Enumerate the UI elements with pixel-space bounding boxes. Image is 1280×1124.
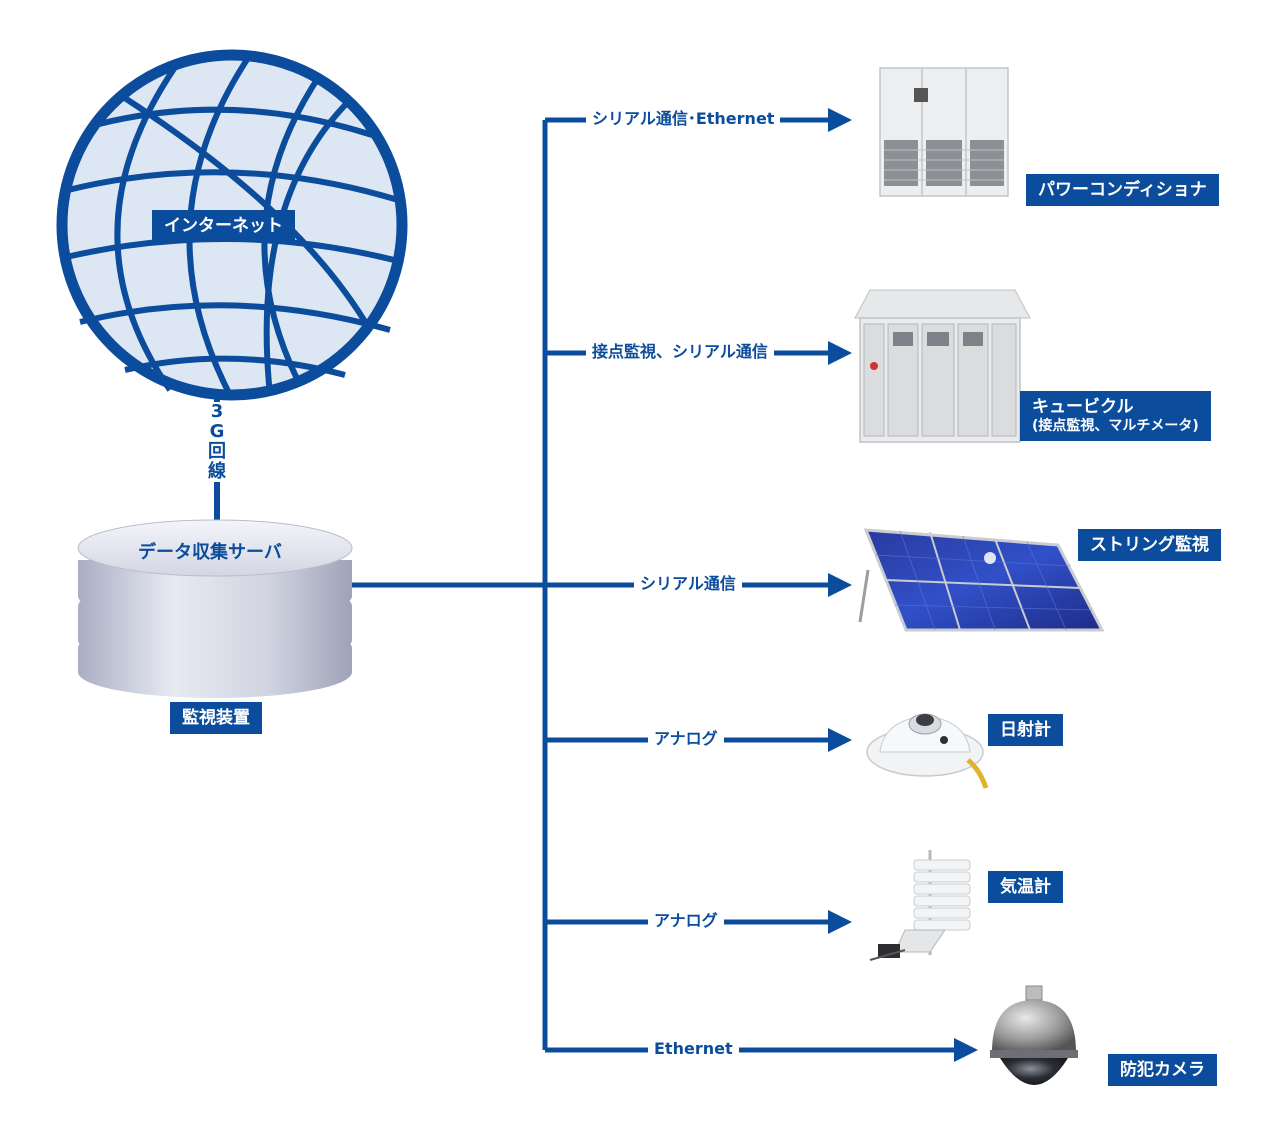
server-label: データ収集サーバ bbox=[138, 542, 282, 563]
thermometer-icon bbox=[869, 850, 971, 961]
device-label-cubicle: キュービクル (接点監視、マルチメータ) bbox=[1020, 391, 1211, 441]
device-label-string: ストリング監視 bbox=[1078, 529, 1221, 561]
link-label-string: シリアル通信 bbox=[634, 574, 742, 594]
server-icon bbox=[77, 519, 353, 698]
link-label-pyranometer: アナログ bbox=[648, 729, 724, 749]
link-label-pcs: シリアル通信･Ethernet bbox=[586, 109, 781, 129]
pyranometer-icon bbox=[866, 713, 989, 789]
link-label-thermometer: アナログ bbox=[648, 911, 724, 931]
solar-panel-icon bbox=[858, 528, 1105, 632]
power-conditioner-icon bbox=[879, 67, 1009, 197]
device-label-pcs: パワーコンディショナ bbox=[1026, 174, 1219, 206]
link-label-camera: Ethernet bbox=[648, 1039, 739, 1059]
device-label-cubicle-sub: (接点監視、マルチメータ) bbox=[1032, 418, 1199, 434]
uplink-label: 3 G 回 線 bbox=[206, 402, 228, 482]
arrowheads bbox=[828, 108, 978, 1062]
device-label-camera: 防犯カメラ bbox=[1108, 1054, 1217, 1086]
device-label-pyranometer: 日射計 bbox=[988, 714, 1063, 746]
link-label-cubicle: 接点監視、シリアル通信 bbox=[586, 342, 774, 362]
uplink-label-char: G bbox=[209, 421, 225, 442]
server-caption: 監視装置 bbox=[170, 702, 262, 734]
internet-label: インターネット bbox=[152, 210, 295, 242]
dome-camera-icon bbox=[990, 985, 1078, 1085]
uplink-label-char: 3 bbox=[210, 401, 224, 422]
uplink-label-char: 回 bbox=[208, 441, 226, 462]
uplink-label-char: 線 bbox=[208, 461, 226, 482]
device-label-thermometer: 気温計 bbox=[988, 871, 1063, 903]
cubicle-icon bbox=[854, 289, 1031, 443]
device-label-cubicle-name: キュービクル bbox=[1032, 397, 1134, 417]
